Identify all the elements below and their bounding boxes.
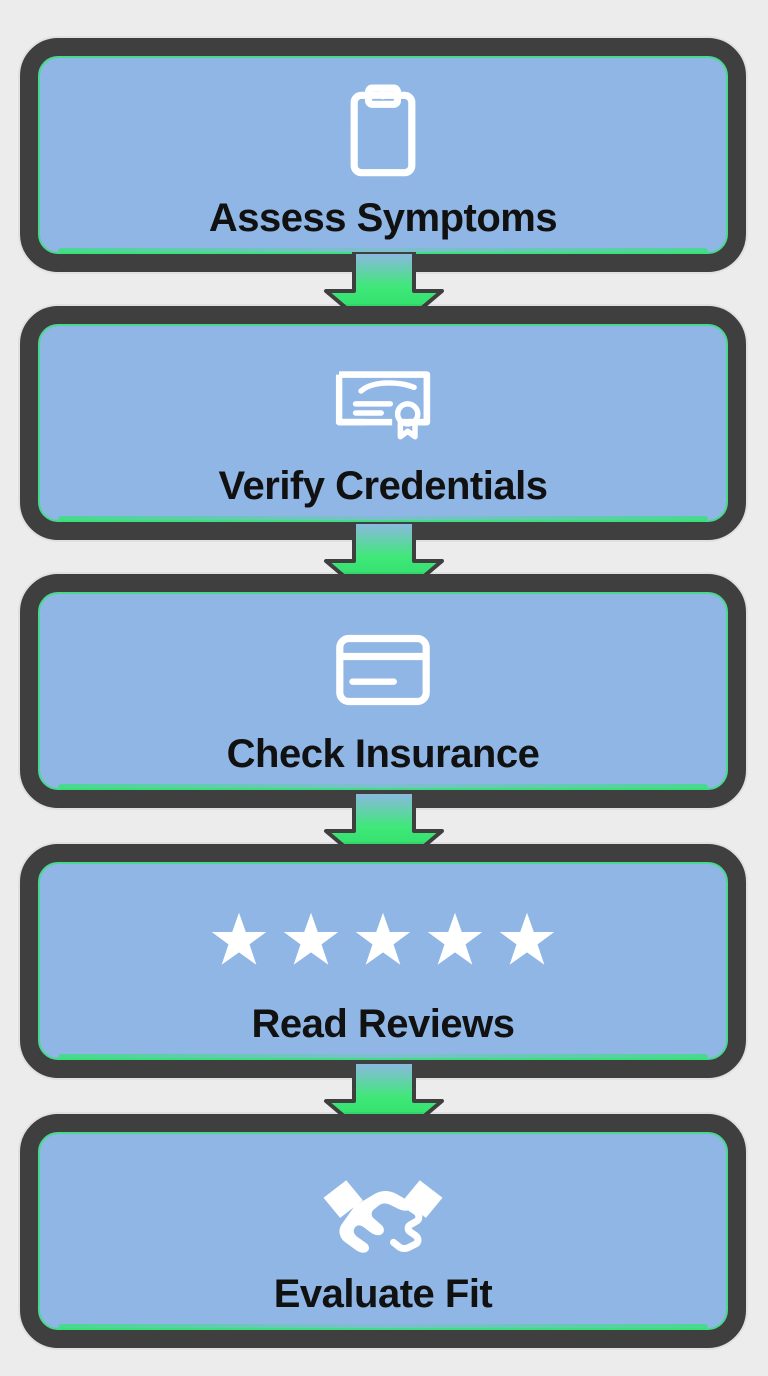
handshake-icon bbox=[313, 1150, 453, 1270]
step-verify-credentials: Verify Credentials bbox=[20, 306, 746, 540]
stars-row bbox=[208, 909, 558, 971]
star-icon bbox=[499, 912, 555, 965]
clipboard-icon bbox=[313, 74, 453, 194]
star-icon bbox=[355, 912, 411, 965]
step-label: Check Insurance bbox=[226, 732, 540, 776]
step-evaluate-fit: Evaluate Fit bbox=[20, 1114, 746, 1348]
step-label: Read Reviews bbox=[251, 1002, 515, 1046]
step-label: Verify Credentials bbox=[218, 464, 548, 508]
star-icon bbox=[283, 912, 339, 965]
step-label: Evaluate Fit bbox=[273, 1272, 493, 1316]
star-icon bbox=[211, 912, 267, 965]
step-assess-symptoms: Assess Symptoms bbox=[20, 38, 746, 272]
card-icon bbox=[313, 610, 453, 730]
step-read-reviews: Read Reviews bbox=[20, 844, 746, 1078]
step-check-insurance: Check Insurance bbox=[20, 574, 746, 808]
stars-icon bbox=[211, 880, 555, 1000]
step-label: Assess Symptoms bbox=[208, 196, 558, 240]
certificate-icon bbox=[313, 342, 453, 462]
star-icon bbox=[427, 912, 483, 965]
